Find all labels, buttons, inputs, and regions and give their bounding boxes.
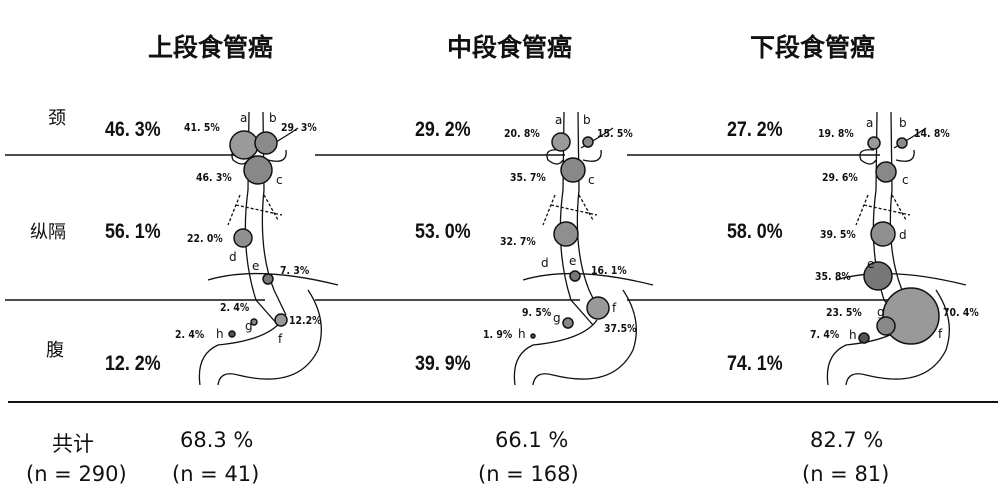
panel-title: 上段食管癌 bbox=[148, 33, 274, 62]
node-g-percent: 2. 4% bbox=[220, 301, 250, 314]
patient-count: (n = 168) bbox=[478, 462, 579, 486]
abdomen-percent: 12. 2% bbox=[105, 352, 161, 375]
lymph-node-e bbox=[569, 270, 581, 282]
neck-percent: 46. 3% bbox=[105, 118, 161, 141]
abdomen-percent: 39. 9% bbox=[415, 352, 471, 375]
node-g-letter: g bbox=[245, 319, 253, 333]
node-a-letter: a bbox=[555, 113, 563, 127]
lymph-node-f bbox=[882, 287, 940, 345]
node-c-letter: c bbox=[902, 173, 909, 187]
node-a-percent: 19. 8% bbox=[818, 127, 854, 140]
node-h-percent: 1. 9% bbox=[483, 328, 513, 341]
lymph-node-f bbox=[586, 296, 610, 320]
lymph-node-h bbox=[530, 333, 536, 339]
node-g-percent: 9. 5% bbox=[522, 306, 552, 319]
node-d-percent: 32. 7% bbox=[500, 235, 536, 248]
esophagus-stomach-outline bbox=[513, 111, 654, 386]
total-label: 共计 bbox=[52, 432, 94, 456]
node-h-letter: h bbox=[849, 328, 857, 342]
lymph-node-f bbox=[274, 313, 288, 327]
row-label-neck: 颈 bbox=[48, 108, 66, 129]
mediastinum-percent: 58. 0% bbox=[727, 220, 783, 243]
node-d-letter: d bbox=[899, 228, 907, 242]
lymph-node-b bbox=[254, 131, 278, 155]
lymph-node-e bbox=[863, 261, 893, 291]
lymph-node-b bbox=[582, 136, 594, 148]
node-d-letter: d bbox=[541, 256, 549, 270]
node-e-letter: e bbox=[569, 254, 577, 268]
node-f-letter: f bbox=[938, 327, 943, 341]
node-a-percent: 20. 8% bbox=[504, 127, 540, 140]
node-h-letter: h bbox=[216, 327, 224, 341]
node-h-letter: h bbox=[518, 327, 526, 341]
node-e-percent: 35. 8% bbox=[815, 270, 851, 283]
node-d-letter: d bbox=[229, 250, 237, 264]
node-c-percent: 35. 7% bbox=[510, 171, 546, 184]
node-c-letter: c bbox=[588, 173, 595, 187]
lymph-node-h bbox=[858, 332, 870, 344]
node-f-percent: 70. 4% bbox=[943, 306, 979, 319]
node-e-percent: 7. 3% bbox=[280, 264, 310, 277]
total-n: (n = 290) bbox=[26, 462, 127, 486]
node-g-letter: g bbox=[877, 305, 885, 319]
abdomen-percent: 74. 1% bbox=[727, 352, 783, 375]
row-label-abdomen: 腹 bbox=[46, 340, 64, 361]
node-d-percent: 39. 5% bbox=[820, 228, 856, 241]
lymph-node-c bbox=[560, 157, 586, 183]
panel-title: 下段食管癌 bbox=[750, 33, 876, 62]
overall-percent: 82.7 % bbox=[810, 428, 884, 452]
patient-count: (n = 81) bbox=[802, 462, 890, 486]
node-e-letter: e bbox=[252, 259, 260, 273]
lymph-node-b bbox=[896, 137, 908, 149]
node-c-percent: 46. 3% bbox=[196, 171, 232, 184]
node-b-letter: b bbox=[899, 116, 907, 130]
node-b-letter: b bbox=[583, 113, 591, 127]
node-b-letter: b bbox=[269, 111, 277, 125]
node-f-letter: f bbox=[612, 301, 617, 315]
node-d-percent: 22. 0% bbox=[187, 232, 223, 245]
node-f-letter: f bbox=[278, 332, 283, 346]
lymph-node-c bbox=[875, 161, 897, 183]
node-g-percent: 23. 5% bbox=[826, 306, 862, 319]
node-b-percent: 15. 5% bbox=[597, 127, 633, 140]
node-c-letter: c bbox=[276, 173, 283, 187]
node-a-percent: 41. 5% bbox=[184, 121, 220, 134]
overall-percent: 68.3 % bbox=[180, 428, 254, 452]
lymph-node-a bbox=[551, 132, 571, 152]
node-f-percent: 37.5% bbox=[604, 322, 637, 335]
node-b-percent: 14. 8% bbox=[914, 127, 950, 140]
lymph-node-c bbox=[243, 155, 273, 185]
node-f-percent: 12.2% bbox=[289, 314, 322, 327]
lymph-node-g bbox=[876, 316, 896, 336]
lymph-node-g bbox=[562, 317, 574, 329]
node-c-percent: 29. 6% bbox=[822, 171, 858, 184]
patient-count: (n = 41) bbox=[172, 462, 260, 486]
neck-percent: 27. 2% bbox=[727, 118, 783, 141]
node-e-letter: e bbox=[867, 257, 875, 271]
lymph-node-a bbox=[867, 136, 881, 150]
lymph-node-d bbox=[553, 221, 579, 247]
mediastinum-percent: 56. 1% bbox=[105, 220, 161, 243]
lymph-node-a bbox=[229, 130, 259, 160]
lymph-node-h bbox=[228, 330, 236, 338]
panel-title: 中段食管癌 bbox=[447, 33, 573, 62]
row-label-mediastinum: 纵隔 bbox=[30, 222, 66, 243]
neck-percent: 29. 2% bbox=[415, 118, 471, 141]
node-g-letter: g bbox=[553, 311, 561, 325]
lymph-node-e bbox=[262, 273, 274, 285]
lymph-node-d bbox=[870, 221, 896, 247]
mediastinum-percent: 53. 0% bbox=[415, 220, 471, 243]
node-e-percent: 16. 1% bbox=[591, 264, 627, 277]
esophagus-stomach-outline bbox=[826, 111, 967, 386]
overall-percent: 66.1 % bbox=[495, 428, 569, 452]
node-h-percent: 2. 4% bbox=[175, 328, 205, 341]
node-h-percent: 7. 4% bbox=[810, 328, 840, 341]
lymph-node-g bbox=[250, 318, 258, 326]
node-a-letter: a bbox=[240, 111, 248, 125]
node-a-letter: a bbox=[866, 116, 874, 130]
node-b-percent: 29. 3% bbox=[281, 121, 317, 134]
lymph-node-d bbox=[233, 228, 253, 248]
